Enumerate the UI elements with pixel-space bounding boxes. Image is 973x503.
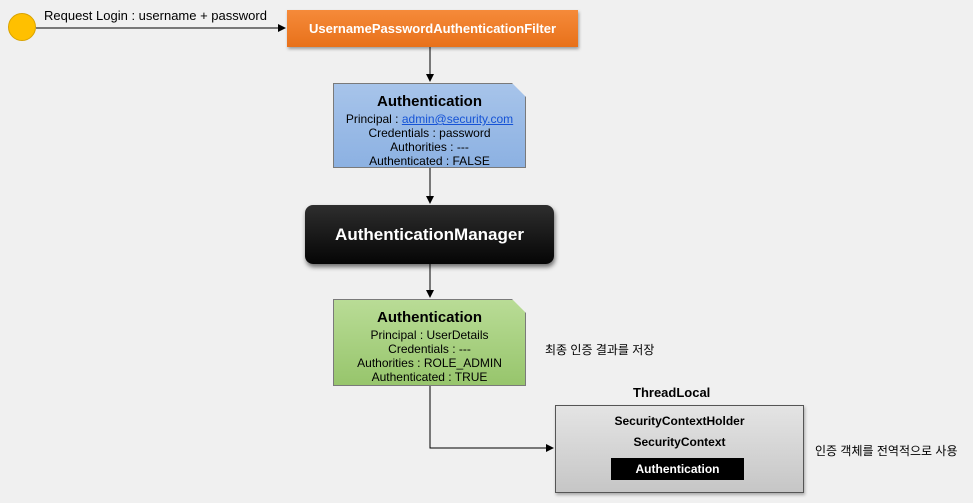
auth-before-authenticated: Authenticated : FALSE	[369, 154, 490, 168]
auth-before-title: Authentication	[377, 93, 482, 110]
start-node	[8, 13, 36, 41]
auth-before-principal: Principal : admin@security.com	[345, 112, 514, 126]
arrow-auth-to-threadlocal	[429, 386, 554, 452]
threadlocal-node: SecurityContextHolder SecurityContext Au…	[555, 405, 804, 493]
request-login-label: Request Login : username + password	[44, 8, 267, 23]
save-result-note: 최종 인증 결과를 저장	[545, 343, 655, 357]
auth-before-authorities: Authorities : ---	[390, 140, 469, 154]
auth-after-credentials: Credentials : ---	[388, 342, 471, 356]
context-authentication-label: Authentication	[635, 462, 720, 476]
auth-after-authenticated: Authenticated : TRUE	[371, 370, 488, 384]
authentication-authenticated-node: Authentication Principal : UserDetails C…	[333, 299, 526, 386]
authentication-manager-node: AuthenticationManager	[305, 205, 554, 264]
security-context-label: SecurityContext	[633, 435, 726, 449]
auth-after-authorities: Authorities : ROLE_ADMIN	[357, 356, 502, 370]
auth-after-title: Authentication	[377, 309, 482, 326]
global-use-note: 인증 객체를 전역적으로 사용	[815, 444, 958, 458]
threadlocal-title: ThreadLocal	[633, 385, 711, 400]
filter-label: UsernamePasswordAuthenticationFilter	[308, 21, 557, 36]
auth-before-credentials: Credentials : password	[368, 126, 491, 140]
security-context-holder-label: SecurityContextHolder	[614, 414, 745, 428]
principal-email-link[interactable]: admin@security.com	[401, 112, 514, 126]
authentication-unauthenticated-node: Authentication Principal : admin@securit…	[333, 83, 526, 168]
filter-node: UsernamePasswordAuthenticationFilter	[287, 10, 578, 47]
manager-label: AuthenticationManager	[335, 224, 524, 244]
context-authentication-box: Authentication	[611, 458, 744, 480]
auth-after-principal: Principal : UserDetails	[370, 328, 489, 342]
